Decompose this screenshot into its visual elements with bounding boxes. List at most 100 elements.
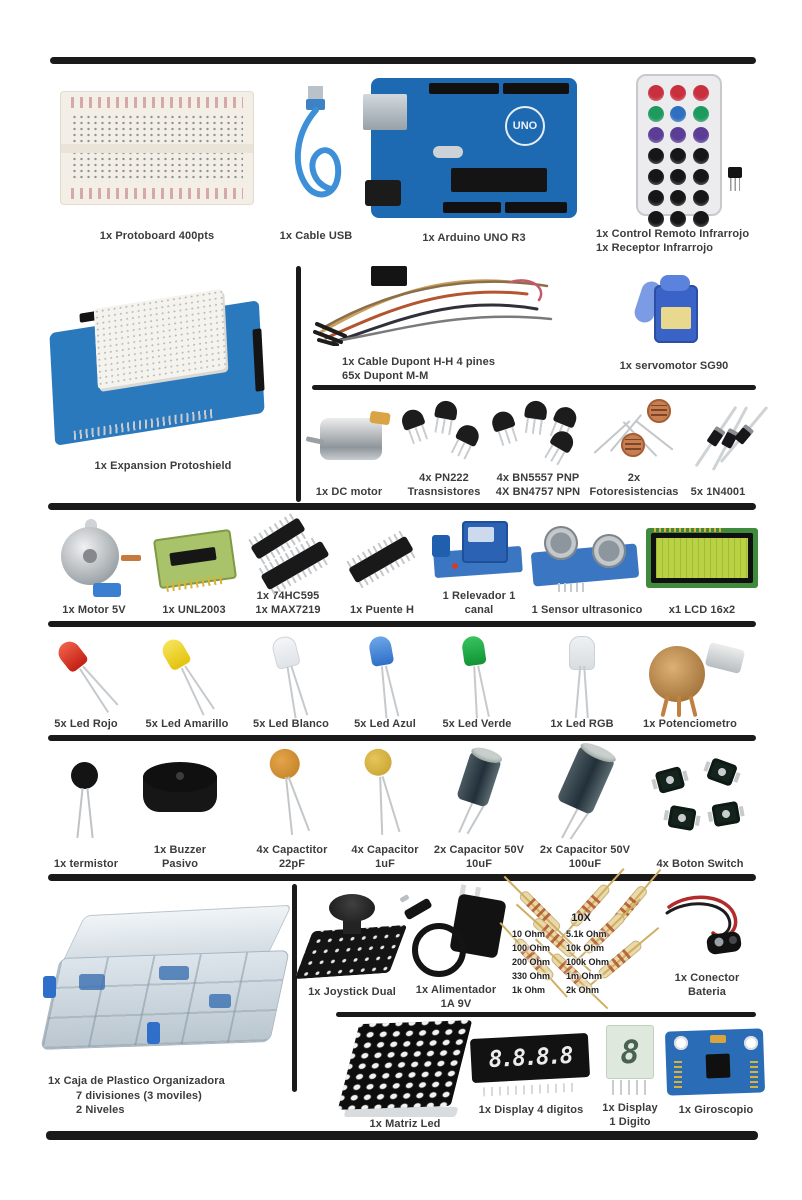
- hc595-label-line1: 1x 74HC595: [256, 589, 320, 602]
- matrix-label: 1x Matriz Led: [369, 1118, 441, 1131]
- gyroscope-photo: [664, 1026, 768, 1100]
- pot-body: [649, 646, 705, 702]
- led-blue-photo: [350, 626, 420, 722]
- battery-connector-label: 1x Conector Bateria: [674, 971, 740, 999]
- cap-disc: [362, 747, 394, 779]
- transducer: [544, 525, 578, 560]
- cap100-label: 2x Capacitor 50V 100uF: [540, 843, 630, 872]
- hbridge-photo: [338, 529, 426, 587]
- pin-header: [503, 82, 569, 94]
- box-content: [79, 974, 105, 991]
- led-dome: [367, 634, 395, 668]
- display4-item: 8.8.8.8 1x Display 4 digitos: [468, 1022, 594, 1118]
- stepper-item: 1x Motor 5V: [42, 512, 146, 618]
- tact-switch: [667, 804, 697, 831]
- dc-motor-item: 1x DC motor: [300, 392, 398, 500]
- remote-button: [692, 85, 709, 102]
- gyro-component: [710, 1034, 726, 1043]
- led-matrix-photo: [337, 1020, 473, 1118]
- remote-button: [692, 148, 709, 165]
- transistor: [398, 406, 433, 446]
- arduino-label: 1x Arduino UNO R3: [422, 232, 526, 245]
- resistor-value: 200 Ohm: [512, 956, 551, 967]
- dupont-cables-photo: [313, 266, 553, 347]
- box-content: [159, 966, 189, 981]
- display1-photo: 8: [596, 1023, 664, 1099]
- pin-header: [443, 201, 501, 213]
- remote-button: [670, 106, 687, 123]
- bn-label-line1: 4x BN5557 PNP: [496, 471, 580, 484]
- led-leg: [583, 665, 589, 719]
- dupont-label: 1x Cable Dupont H-H 4 pines 65x Dupont M…: [342, 355, 495, 384]
- bn-transistors-label: 4x BN5557 PNP 4X BN4757 NPN: [496, 471, 580, 500]
- resistor-value: 2k Ohm: [566, 984, 600, 995]
- shift-register-item: 1x 74HC595 1x MAX7219: [240, 512, 336, 618]
- electrolytic-cap-photo: [549, 744, 621, 842]
- dip-chips-photo: [242, 517, 334, 591]
- relay-photo: [430, 517, 528, 583]
- led-rgb-label: 1x Led RGB: [550, 718, 614, 731]
- servo-sticker: [661, 306, 691, 329]
- led-white-photo: [253, 625, 329, 723]
- cap100-label-line2: 100uF: [568, 858, 602, 871]
- pin-header: [429, 82, 499, 94]
- adapter-item: 1x Alimentador 1A 9V: [399, 884, 508, 1012]
- cap-leg: [379, 777, 384, 836]
- led-rgb-item: 1x Led RGB: [536, 630, 628, 732]
- remote-label: 1x Control Remoto Infrarrojo 1x Receptor…: [596, 227, 749, 256]
- cap22-label-line1: 4x Capactitor: [256, 843, 328, 856]
- servo-photo: [632, 273, 706, 349]
- remote-button: [648, 106, 664, 123]
- display-pins: [482, 1082, 580, 1097]
- transistor-legs: [434, 417, 455, 436]
- resistor-value: 100k Ohm: [566, 956, 610, 967]
- protoboard-photo: [60, 90, 254, 205]
- remote-button: [648, 85, 664, 102]
- joystick-photo: [294, 893, 408, 980]
- sensor-pins: [558, 582, 588, 592]
- box-item: 1x Caja de Plastico Organizadora 7 divis…: [34, 886, 296, 1118]
- box-clip: [43, 976, 56, 999]
- relay-cube: [462, 521, 508, 564]
- ceramic-cap-photo: [344, 739, 426, 847]
- dupont-label-line1: 1x Cable Dupont H-H 4 pines: [342, 355, 496, 368]
- protoshield-photo: [43, 277, 283, 446]
- divider: [48, 874, 756, 881]
- lcd-photo: [646, 527, 758, 588]
- resistor-qty: 10X: [571, 912, 591, 924]
- display-digits: 8.8.8.8: [469, 1032, 591, 1083]
- remote-button: [670, 190, 687, 207]
- hbridge-item: 1x Puente H: [336, 512, 428, 618]
- plug-barrel: [403, 897, 433, 921]
- bn-transistors-item: 4x BN5557 PNP 4X BN4757 NPN: [486, 392, 590, 500]
- protoboard-label: 1x Protoboard 400pts: [99, 230, 215, 243]
- box-label-line2: 7 divisiones (3 moviles): [76, 1089, 202, 1102]
- joystick-item: 1x Joystick Dual: [294, 888, 408, 1000]
- divider: [312, 385, 756, 390]
- switch-label: 4x Boton Switch: [656, 858, 744, 871]
- photoresistor: [647, 399, 671, 424]
- divider: [48, 621, 756, 627]
- led-rgb-photo: [554, 630, 610, 719]
- dc-motor-photo: [305, 410, 392, 468]
- pot-item: 1x Potenciometro: [628, 630, 752, 732]
- ir-remote-photo: [636, 74, 742, 228]
- arduino-item: UNO 1x Arduino UNO R3: [363, 64, 582, 246]
- lcd-item: x1 LCD 16x2: [646, 512, 758, 618]
- matrix-face: [337, 1020, 473, 1110]
- remote-label-line2: 1x Receptor Infrarrojo: [596, 242, 714, 255]
- gyro-label: 1x Giroscopio: [678, 1104, 754, 1117]
- led-leg: [574, 666, 582, 718]
- dip-chip: [348, 535, 414, 584]
- box-clip: [147, 1022, 160, 1045]
- transistor-legs: [524, 418, 545, 436]
- led-green-item: 5x Led Verde: [428, 630, 526, 732]
- tact-switch: [654, 765, 686, 794]
- remote-button: [648, 211, 664, 228]
- remote-button: [648, 190, 664, 207]
- display-digit: 8: [606, 1025, 654, 1080]
- resistor-col1: 10 Ohm 100 Ohm 200 Ohm 330 Ohm 1k Ohm: [512, 928, 550, 998]
- led-leg: [384, 665, 400, 717]
- led-green-label: 5x Led Verde: [442, 718, 512, 731]
- joystick-label: 1x Joystick Dual: [308, 986, 396, 999]
